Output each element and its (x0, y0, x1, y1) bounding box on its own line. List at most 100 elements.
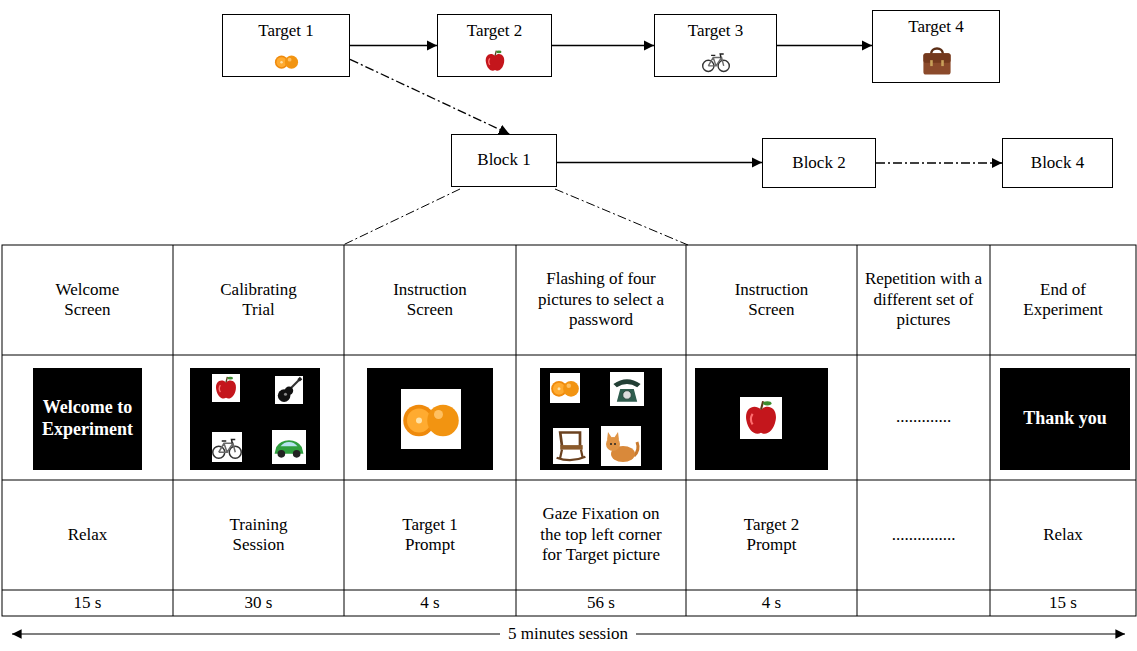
table-rule (2, 590, 1136, 591)
flow-arrow (350, 45, 437, 46)
duration-cell-box: 4 s (690, 592, 853, 614)
orange-picture (274, 49, 299, 74)
table-rule (344, 245, 345, 616)
table-rule (686, 245, 687, 616)
task-cell: Training Session (209, 515, 309, 556)
duration-cell: 56 s (587, 593, 615, 613)
screen-shots (33, 368, 1130, 470)
black-screen (1000, 368, 1130, 470)
zoom-line (555, 189, 688, 245)
column-header-box: Calibrating Trial (177, 247, 340, 353)
node-title: Block 1 (477, 150, 530, 170)
node-title: Block 2 (792, 153, 845, 173)
duration-cell-box: 4 s (348, 592, 512, 614)
target-box: Target 1 (222, 14, 350, 77)
duration-cell: 15 s (1049, 593, 1077, 613)
task-cell-box: Relax (6, 482, 169, 588)
node-title: Target 3 (688, 21, 744, 41)
task-cell-box: Target 2 Prompt (690, 482, 853, 588)
duration-cell-box: 56 s (520, 592, 682, 614)
node-title: Target 4 (908, 17, 964, 37)
task-cell: Target 1 Prompt (380, 515, 480, 556)
target-pictures (274, 44, 954, 78)
column-header-box: End of Experiment (994, 247, 1132, 353)
zoom-line (343, 189, 460, 245)
table-rule (173, 245, 174, 616)
column-header-box: Flashing of four pictures to select a pa… (520, 247, 682, 353)
column-header: Instruction Screen (722, 280, 822, 321)
column-header-box: Repetition with a different set of pictu… (861, 247, 986, 353)
column-header: Repetition with a different set of pictu… (865, 269, 983, 330)
bicycle-picture (212, 432, 242, 462)
flow-arrow (552, 45, 654, 46)
flow-arrow (557, 162, 762, 163)
black-screen (367, 368, 493, 470)
table-rule (2, 355, 1136, 356)
column-header-box: Instruction Screen (348, 247, 512, 353)
ellipsis-cell-box: ............. (861, 357, 986, 478)
timeline-table (2, 245, 1136, 616)
block-box: Block 4 (1002, 138, 1113, 188)
column-header: Welcome Screen (38, 280, 138, 321)
block-box: Block 2 (762, 138, 876, 188)
target-box: Target 3 (654, 14, 777, 77)
screen-text: Welcome to Experiment (38, 397, 138, 440)
guitar-picture (275, 376, 303, 404)
session-length-label-box: 5 minutes session (404, 625, 732, 643)
node-title: Target 1 (258, 21, 314, 41)
node-title: Block 4 (1031, 153, 1084, 173)
column-header: Flashing of four pictures to select a pa… (536, 269, 666, 330)
table-rule (857, 245, 858, 616)
bicycle-picture (702, 47, 730, 75)
screen-text-box: Thank you (1004, 370, 1126, 468)
task-cell: Target 2 Prompt (722, 515, 822, 556)
screen-text: Thank you (1023, 408, 1107, 430)
telephone-picture (610, 372, 644, 406)
duration-cell: 4 s (762, 593, 781, 613)
duration-cell-box: 15 s (994, 592, 1132, 614)
apple-picture (482, 48, 508, 74)
car-picture (272, 430, 306, 464)
ellipsis-cell: ............. (896, 407, 951, 427)
apple-picture (740, 397, 782, 439)
task-cell-box: Gaze Fixation on the top left corner for… (520, 482, 682, 588)
screen-pictures (212, 372, 782, 466)
duration-cell-box: 30 s (177, 592, 340, 614)
ellipsis-cell-box: ............... (861, 482, 986, 588)
task-cell: Relax (1043, 525, 1083, 545)
column-header: End of Experiment (1013, 280, 1113, 321)
column-header-box: Instruction Screen (690, 247, 853, 353)
orange-picture (550, 373, 580, 403)
column-header-box: Welcome Screen (6, 247, 169, 353)
black-screen (33, 368, 142, 470)
apple-picture (212, 374, 240, 402)
zoom-lines (343, 189, 688, 245)
table-rule (2, 480, 1136, 481)
table-border (2, 245, 1136, 616)
block-box: Block 1 (451, 134, 557, 187)
screen-text-box: Welcome to Experiment (37, 370, 138, 468)
task-cell-box: Target 1 Prompt (348, 482, 512, 588)
table-rule (990, 245, 991, 616)
target-box: Target 4 (872, 10, 1000, 83)
duration-cell: 15 s (74, 593, 102, 613)
task-cell: Relax (68, 525, 108, 545)
orange-picture (401, 389, 461, 449)
duration-cell: 4 s (420, 593, 439, 613)
cat-picture (601, 426, 641, 466)
black-screen (190, 368, 320, 470)
node-title: Target 2 (467, 21, 523, 41)
column-header: Calibrating Trial (209, 280, 309, 321)
chair-picture (553, 428, 589, 464)
dash-dot-arrow (350, 59, 509, 134)
flow-arrow (777, 45, 872, 46)
column-header: Instruction Screen (380, 280, 480, 321)
table-rule (516, 245, 517, 616)
black-screen (540, 368, 662, 470)
task-cell: Gaze Fixation on the top left corner for… (536, 504, 666, 565)
duration-cell-box: 15 s (6, 592, 169, 614)
target-box: Target 2 (437, 14, 552, 77)
dash-dot-arrow (876, 162, 1002, 163)
duration-cell: 30 s (245, 593, 273, 613)
